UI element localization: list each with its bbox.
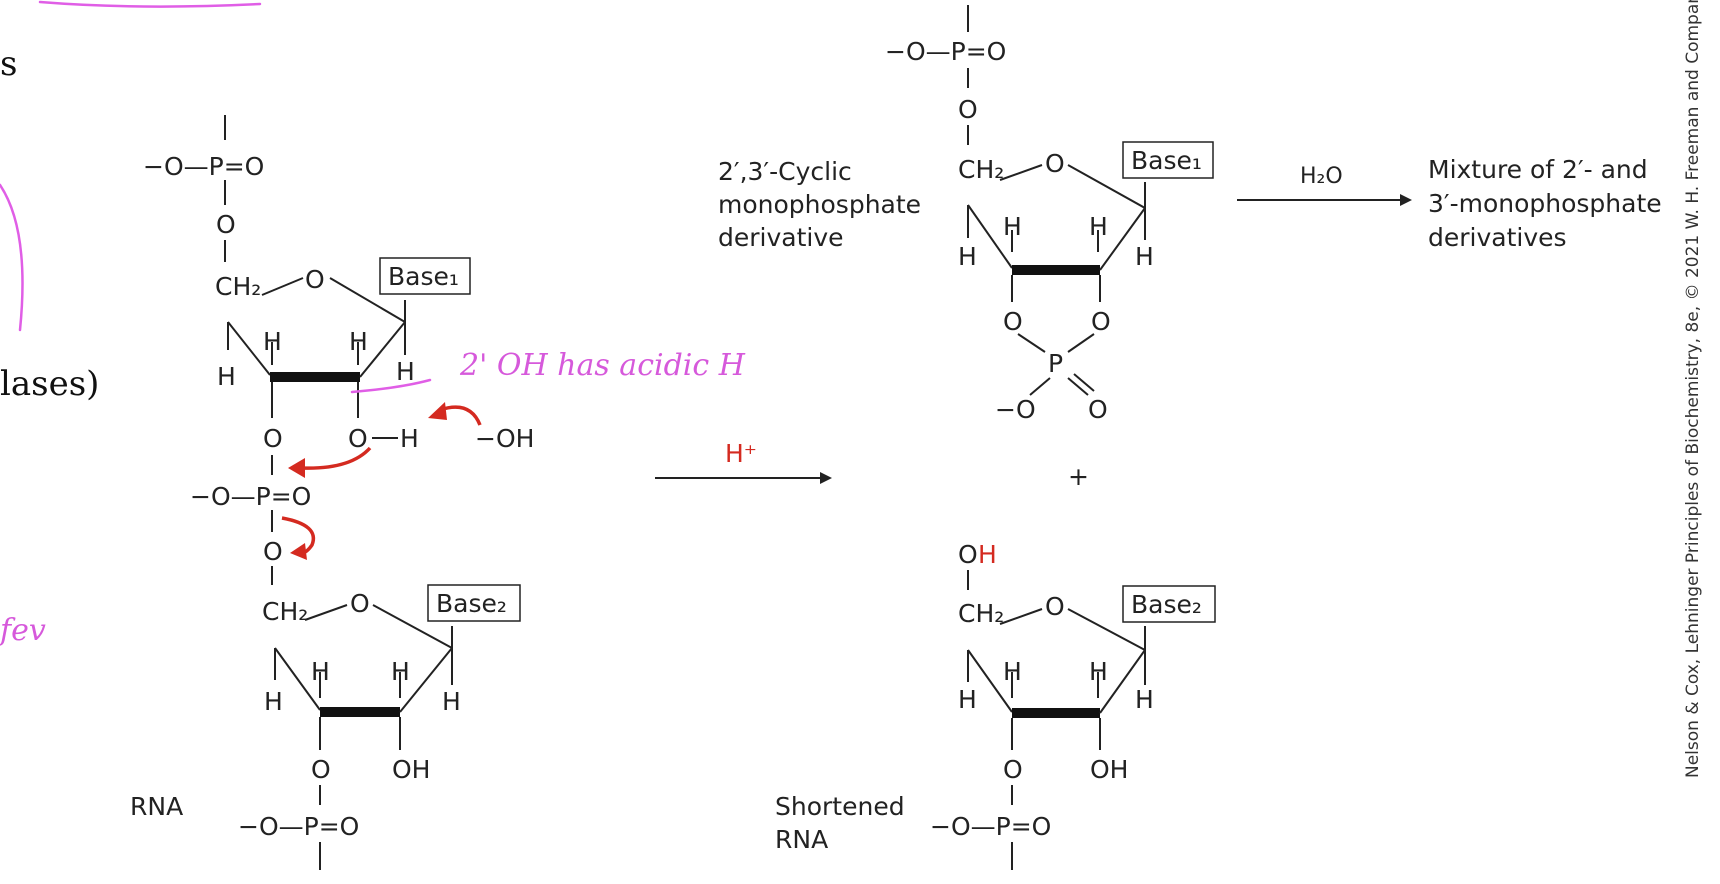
margin-highlight-stroke bbox=[38, 0, 262, 8]
short-h1: H bbox=[958, 685, 977, 714]
cyclic-o-link: O bbox=[958, 95, 978, 124]
leaving-arrow bbox=[281, 516, 316, 555]
water-label: H₂O bbox=[1300, 164, 1343, 189]
handwritten-note: 2' OH has acidic H bbox=[459, 348, 746, 383]
shortened-rna: O H CH₂ O Base₂ H H H H O OH −O—P=O Shor… bbox=[775, 540, 1216, 870]
short-oh-o: O bbox=[958, 540, 978, 569]
cyclic-o-minus: −O bbox=[995, 395, 1036, 424]
cyclic-label-1: 2′,3′-Cyclic bbox=[718, 157, 852, 186]
short-base2: Base₂ bbox=[1131, 590, 1202, 619]
rna-o-link1: O bbox=[216, 210, 236, 239]
product-line-3: derivatives bbox=[1428, 223, 1567, 252]
product-line-2: 3′-monophosphate bbox=[1428, 189, 1662, 218]
margin-text-fev: fev bbox=[0, 613, 46, 648]
arrow-head-3 bbox=[290, 543, 307, 560]
rna-molecule: −O—P=O O CH₂ O Base₁ H H H H O O H −OH −… bbox=[130, 115, 534, 870]
cyclic-o3: O bbox=[1091, 307, 1111, 336]
rna-h8: H bbox=[442, 687, 461, 716]
margin-bracket-stroke bbox=[0, 183, 24, 332]
arrow-head-2 bbox=[288, 458, 305, 478]
cyclic-label-3: derivative bbox=[718, 223, 844, 252]
rna-h2: H bbox=[263, 327, 282, 356]
short-ch2: CH₂ bbox=[958, 599, 1004, 628]
rna-h7: H bbox=[391, 657, 410, 686]
h-plus-label: H⁺ bbox=[725, 439, 757, 468]
rna-ch2: CH₂ bbox=[215, 272, 261, 301]
short-h2: H bbox=[1003, 657, 1022, 686]
rna-o3-b: O bbox=[311, 755, 331, 784]
cyclic-ring-o: O bbox=[1045, 149, 1065, 178]
cyclic-label-2: monophosphate bbox=[718, 190, 921, 219]
short-ring-o: O bbox=[1045, 592, 1065, 621]
cyclic-o2: O bbox=[1003, 307, 1023, 336]
rna-o3: O bbox=[263, 424, 283, 453]
short-label-1: Shortened bbox=[775, 792, 905, 821]
cyclic-p: P bbox=[1048, 349, 1063, 378]
product-line-1: Mixture of 2′- and bbox=[1428, 155, 1648, 184]
cyclic-o-dbl: O bbox=[1088, 395, 1108, 424]
short-label-2: RNA bbox=[775, 825, 828, 854]
rna-oh-b: OH bbox=[392, 755, 430, 784]
short-h3: H bbox=[1089, 657, 1108, 686]
short-oh: OH bbox=[1090, 755, 1128, 784]
rna-ch2-b: CH₂ bbox=[262, 597, 308, 626]
cyclic-h2: H bbox=[1003, 212, 1022, 241]
cyclic-ch2: CH₂ bbox=[958, 155, 1004, 184]
o-p-attack-arrow bbox=[299, 446, 372, 470]
rna-h6: H bbox=[311, 657, 330, 686]
cyclic-h3: H bbox=[1089, 212, 1108, 241]
rna-hydroxide: −OH bbox=[475, 424, 534, 453]
short-oh-h: H bbox=[978, 540, 997, 569]
note-pointer-stroke bbox=[350, 378, 432, 394]
rna-ring-o: O bbox=[305, 265, 325, 294]
cyclic-base1: Base₁ bbox=[1131, 146, 1202, 175]
rna-oh-o: O bbox=[348, 424, 368, 453]
rna-base2: Base₂ bbox=[436, 589, 507, 618]
rna-oh-h: H bbox=[400, 424, 419, 453]
margin-text-s: s bbox=[0, 44, 17, 84]
cyclic-h4: H bbox=[1135, 242, 1154, 271]
short-phosphate-bot: −O—P=O bbox=[930, 812, 1051, 841]
rna-h5: H bbox=[264, 687, 283, 716]
margin-text-ases: lases) bbox=[0, 364, 99, 404]
rna-h3: H bbox=[349, 327, 368, 356]
rna-ring-o-b: O bbox=[350, 589, 370, 618]
rna-phosphate-top: −O—P=O bbox=[143, 152, 264, 181]
rna-phosphate-bot: −O—P=O bbox=[238, 812, 359, 841]
copyright-credit: Nelson & Cox, Lehninger Principles of Bi… bbox=[1683, 0, 1703, 778]
cyclic-derivative: 2′,3′-Cyclic monophosphate derivative −O… bbox=[718, 5, 1214, 424]
cyclic-h1: H bbox=[958, 242, 977, 271]
short-o3: O bbox=[1003, 755, 1023, 784]
arrow-head-1 bbox=[428, 402, 447, 420]
rna-base1: Base₁ bbox=[388, 262, 459, 291]
rna-h1: H bbox=[217, 362, 236, 391]
short-h4: H bbox=[1135, 685, 1154, 714]
rna-label: RNA bbox=[130, 792, 183, 821]
cyclic-phosphate-top: −O—P=O bbox=[885, 37, 1006, 66]
plus-sign: + bbox=[1068, 462, 1089, 491]
rna-o-link2: O bbox=[263, 537, 283, 566]
rna-phosphate-mid: −O—P=O bbox=[190, 482, 311, 511]
rna-h4: H bbox=[396, 357, 415, 386]
